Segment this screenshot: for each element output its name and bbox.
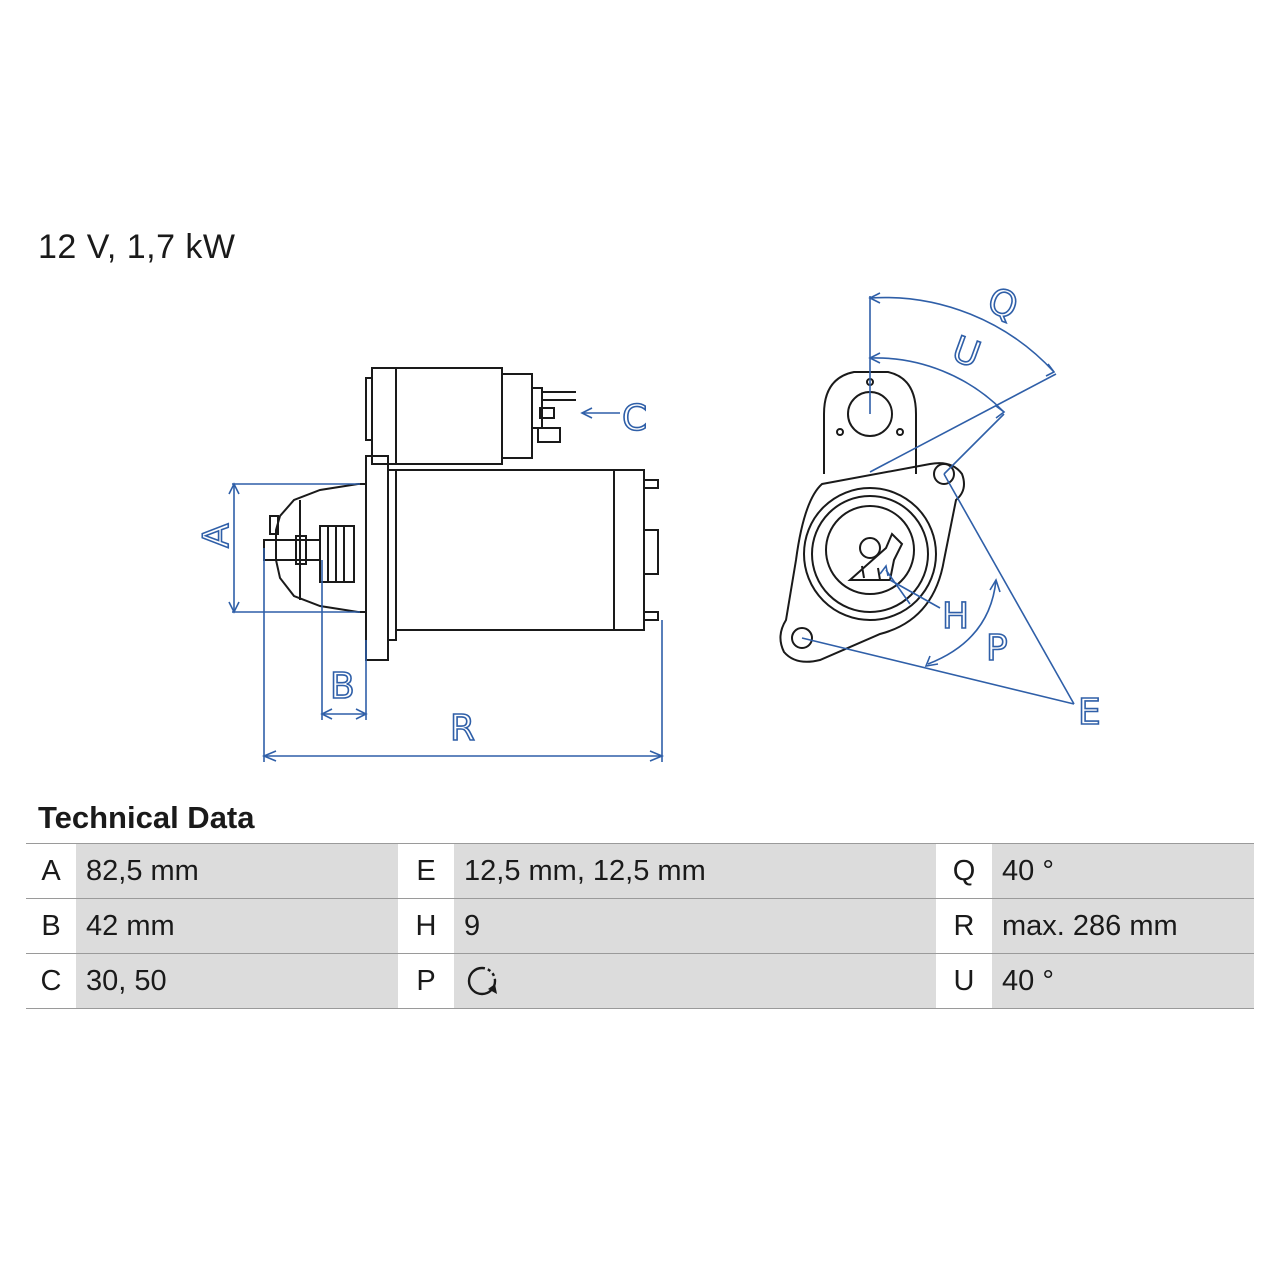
table-row: A 82,5 mm E 12,5 mm, 12,5 mm Q 40 ° [26, 843, 1254, 899]
param-value: 40 ° [992, 843, 1254, 899]
label-Q: Q [982, 280, 1023, 328]
label-P: P [986, 628, 1008, 669]
label-H: H [942, 596, 969, 637]
param-value: 30, 50 [76, 953, 398, 1009]
param-key: U [936, 953, 992, 1009]
param-value: 9 [454, 898, 936, 954]
clockwise-rotation-icon [467, 966, 497, 996]
param-value: 42 mm [76, 898, 398, 954]
param-value: 82,5 mm [76, 843, 398, 899]
label-R: R [450, 708, 475, 749]
end-view-dimensions [801, 292, 1075, 705]
label-C: C [622, 398, 647, 439]
param-key: Q [936, 843, 992, 899]
side-view-dimensions [228, 407, 665, 762]
section-title: Technical Data [38, 800, 255, 835]
product-heading: 12 V, 1,7 kW [38, 228, 236, 266]
label-A: A [196, 523, 237, 548]
param-value [454, 953, 936, 1009]
param-key: A [26, 843, 76, 899]
param-value: max. 286 mm [992, 898, 1254, 954]
label-U: U [947, 329, 986, 377]
param-key: B [26, 898, 76, 954]
technical-data-table: A 82,5 mm E 12,5 mm, 12,5 mm Q 40 ° B 42… [26, 843, 1254, 1009]
param-value: 12,5 mm, 12,5 mm [454, 843, 936, 899]
param-key: P [398, 953, 454, 1009]
param-key: H [398, 898, 454, 954]
label-B: B [330, 666, 355, 707]
table-row: B 42 mm H 9 R max. 286 mm [26, 898, 1254, 954]
param-key: R [936, 898, 992, 954]
label-E: E [1078, 692, 1101, 733]
param-key: C [26, 953, 76, 1009]
side-view [263, 367, 659, 661]
starter-motor-drawing: A B R C Q U H P [195, 279, 1102, 762]
param-key: E [398, 843, 454, 899]
end-view [779, 371, 965, 663]
param-value: 40 ° [992, 953, 1254, 1009]
table-row: C 30, 50 P U 40 ° [26, 953, 1254, 1009]
